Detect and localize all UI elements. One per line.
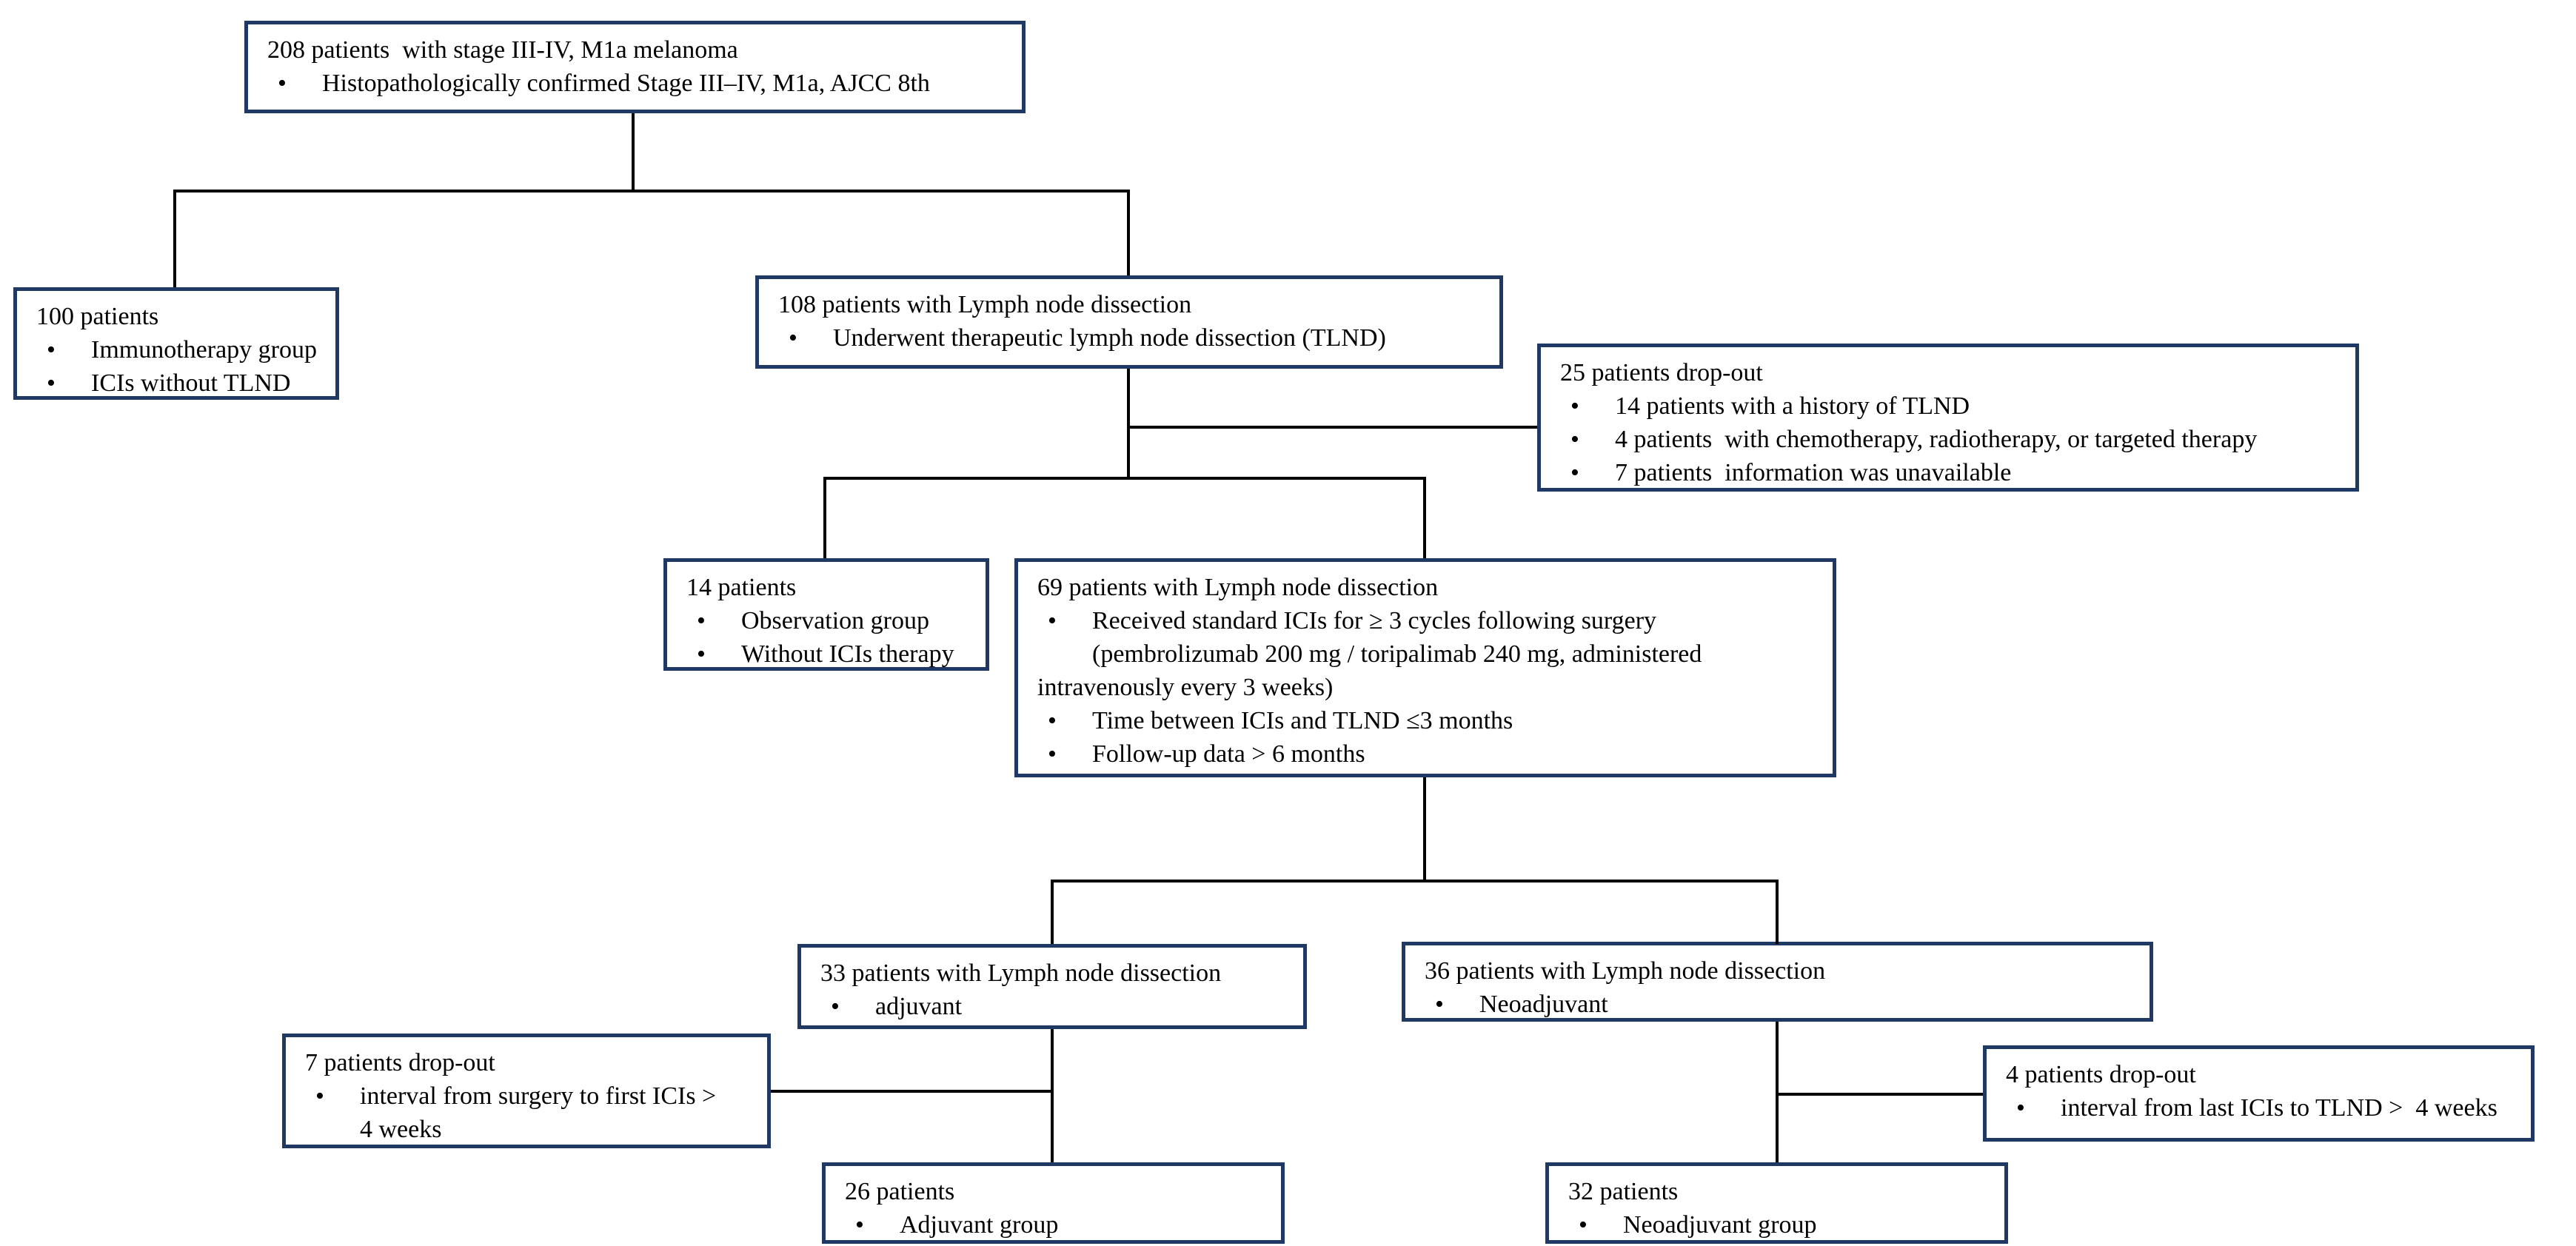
bullet-text: Neoadjuvant group [1623,1211,1817,1239]
box-bullet-line: • 7 patients information was unavailable [1560,456,2342,489]
box-title: 26 patients [845,1178,955,1205]
bullet-text: adjuvant [875,993,963,1020]
bullet-text: interval from surgery to first ICIs > [360,1082,717,1110]
box-continuation-line: (pembrolizumab 200 mg / toripalimab 240 … [1092,640,1702,668]
box-bullet-line: • Time between ICIs and TLND ≤3 months [1037,704,1819,737]
bullet-icon: • [789,324,797,352]
bullet-text: Time between ICIs and TLND ≤3 months [1092,707,1513,734]
bullet-icon: • [831,993,840,1020]
bullet-icon: • [1048,607,1057,634]
bullet-icon: • [1570,459,1579,486]
box-bullet-line: • 14 patients with a history of TLND [1560,389,2342,423]
connector-split-mid [823,477,1426,480]
box-continuation-line: 4 weeks [360,1116,442,1143]
connector-split-top [173,190,1130,192]
connector-ici-69-down [1423,777,1426,881]
bullet-text: Received standard ICIs for ≥ 3 cycles fo… [1092,607,1657,634]
box-bullet-line: • Without ICIs therapy [686,637,972,671]
box-title: 32 patients [1568,1178,1679,1205]
box-bullet-line: • Neoadjuvant group [1568,1208,1991,1242]
bullet-icon: • [315,1082,324,1110]
box-bullet-line: • Underwent therapeutic lymph node disse… [778,321,1486,355]
connector-tlnd-down [1127,369,1130,480]
bullet-icon: • [1570,392,1579,420]
box-title: 100 patients [36,303,159,330]
bullet-icon: • [855,1211,864,1239]
box-tlnd-108: 108 patients with Lymph node dissection … [755,275,1503,369]
bullet-icon: • [1579,1211,1588,1239]
box-dropout-7: 7 patients drop-out • interval from surg… [282,1034,771,1148]
bullet-text: Immunotherapy group [91,336,317,364]
box-bullet-line: • ICIs without TLND [36,366,322,400]
bullet-icon: • [47,369,56,397]
connector-split-bottom [1051,880,1779,882]
bullet-text: 7 patients information was unavailable [1615,459,2012,486]
box-title: 108 patients with Lymph node dissection [778,291,1192,318]
box-neoadjuvant-group-32: 32 patients • Neoadjuvant group [1545,1162,2008,1244]
bullet-text: Histopathologically confirmed Stage III–… [322,70,930,97]
box-title: 36 patients with Lymph node dissection [1425,957,1826,985]
bullet-icon: • [1570,426,1579,453]
bullet-text: 4 patients with chemotherapy, radiothera… [1615,426,2258,453]
box-bullet-line: • interval from last ICIs to TLND > 4 we… [2006,1091,2518,1125]
box-enrollment-208: 208 patients with stage III-IV, M1a mela… [244,21,1026,113]
box-title: 14 patients [686,574,797,601]
box-title: 33 patients with Lymph node dissection [820,959,1222,987]
connector-to-neoadjuvant-36 [1776,880,1779,944]
bullet-text: 14 patients with a history of TLND [1615,392,1970,420]
box-bullet-line: • Histopathologically confirmed Stage II… [267,67,1008,100]
box-adjuvant-group-26: 26 patients • Adjuvant group [822,1162,1285,1244]
bullet-icon: • [1048,707,1057,734]
box-title: 208 patients with stage III-IV, M1a mela… [267,36,738,64]
box-bullet-line: • Observation group [686,604,972,637]
box-title: 4 patients drop-out [2006,1061,2196,1088]
connector-neoadjuvant-down [1776,1022,1779,1162]
box-bullet-line: • interval from surgery to first ICIs > [305,1079,754,1113]
connector-to-dropout-25 [1128,426,1537,429]
box-title: 69 patients with Lymph node dissection [1037,574,1439,601]
box-bullet-line: • Received standard ICIs for ≥ 3 cycles … [1037,604,1819,637]
connector-to-dropout-7 [771,1090,1052,1093]
connector-to-observation [823,477,826,558]
box-title: 7 patients drop-out [305,1049,495,1076]
bullet-icon: • [278,70,287,97]
bullet-icon: • [1435,991,1444,1018]
connector-to-dropout-4 [1777,1093,1983,1096]
box-immunotherapy-100: 100 patients • Immunotherapy group • ICI… [13,287,339,400]
bullet-icon: • [697,640,706,668]
connector-to-adjuvant-33 [1051,880,1054,944]
bullet-text: Without ICIs therapy [741,640,954,668]
bullet-text: Underwent therapeutic lymph node dissect… [833,324,1386,352]
box-adjuvant-33: 33 patients with Lymph node dissection •… [797,944,1307,1029]
connector-to-immunotherapy [173,190,176,287]
bullet-text: Observation group [741,607,930,634]
box-dropout-4: 4 patients drop-out • interval from last… [1983,1045,2535,1142]
box-bullet-line: • adjuvant [820,990,1290,1023]
bullet-text: Adjuvant group [900,1211,1059,1239]
box-neoadjuvant-36: 36 patients with Lymph node dissection •… [1402,942,2153,1022]
box-title: 25 patients drop-out [1560,359,1763,386]
box-bullet-line: • Neoadjuvant [1425,988,2136,1021]
box-observation-14: 14 patients • Observation group • Withou… [663,558,989,671]
box-bullet-line: • Adjuvant group [845,1208,1268,1242]
box-ici-69: 69 patients with Lymph node dissection •… [1014,558,1836,777]
connector-adjuvant-down [1051,1029,1054,1162]
box-bullet-line: • Immunotherapy group [36,333,322,366]
box-continuation-line: intravenously every 3 weeks) [1037,674,1334,701]
bullet-text: interval from last ICIs to TLND > 4 week… [2061,1094,2498,1122]
bullet-icon: • [47,336,56,364]
bullet-icon: • [2016,1094,2025,1122]
box-dropout-25: 25 patients drop-out • 14 patients with … [1537,344,2359,492]
connector-enrollment-down [632,113,635,191]
bullet-text: ICIs without TLND [91,369,291,397]
connector-to-ici-69 [1423,477,1426,558]
box-bullet-line: • 4 patients with chemotherapy, radiothe… [1560,423,2342,456]
bullet-icon: • [1048,740,1057,768]
connector-to-tlnd [1127,190,1130,275]
bullet-text: Neoadjuvant [1479,991,1608,1018]
box-bullet-line: • Follow-up data > 6 months [1037,737,1819,771]
bullet-text: Follow-up data > 6 months [1092,740,1365,768]
bullet-icon: • [697,607,706,634]
